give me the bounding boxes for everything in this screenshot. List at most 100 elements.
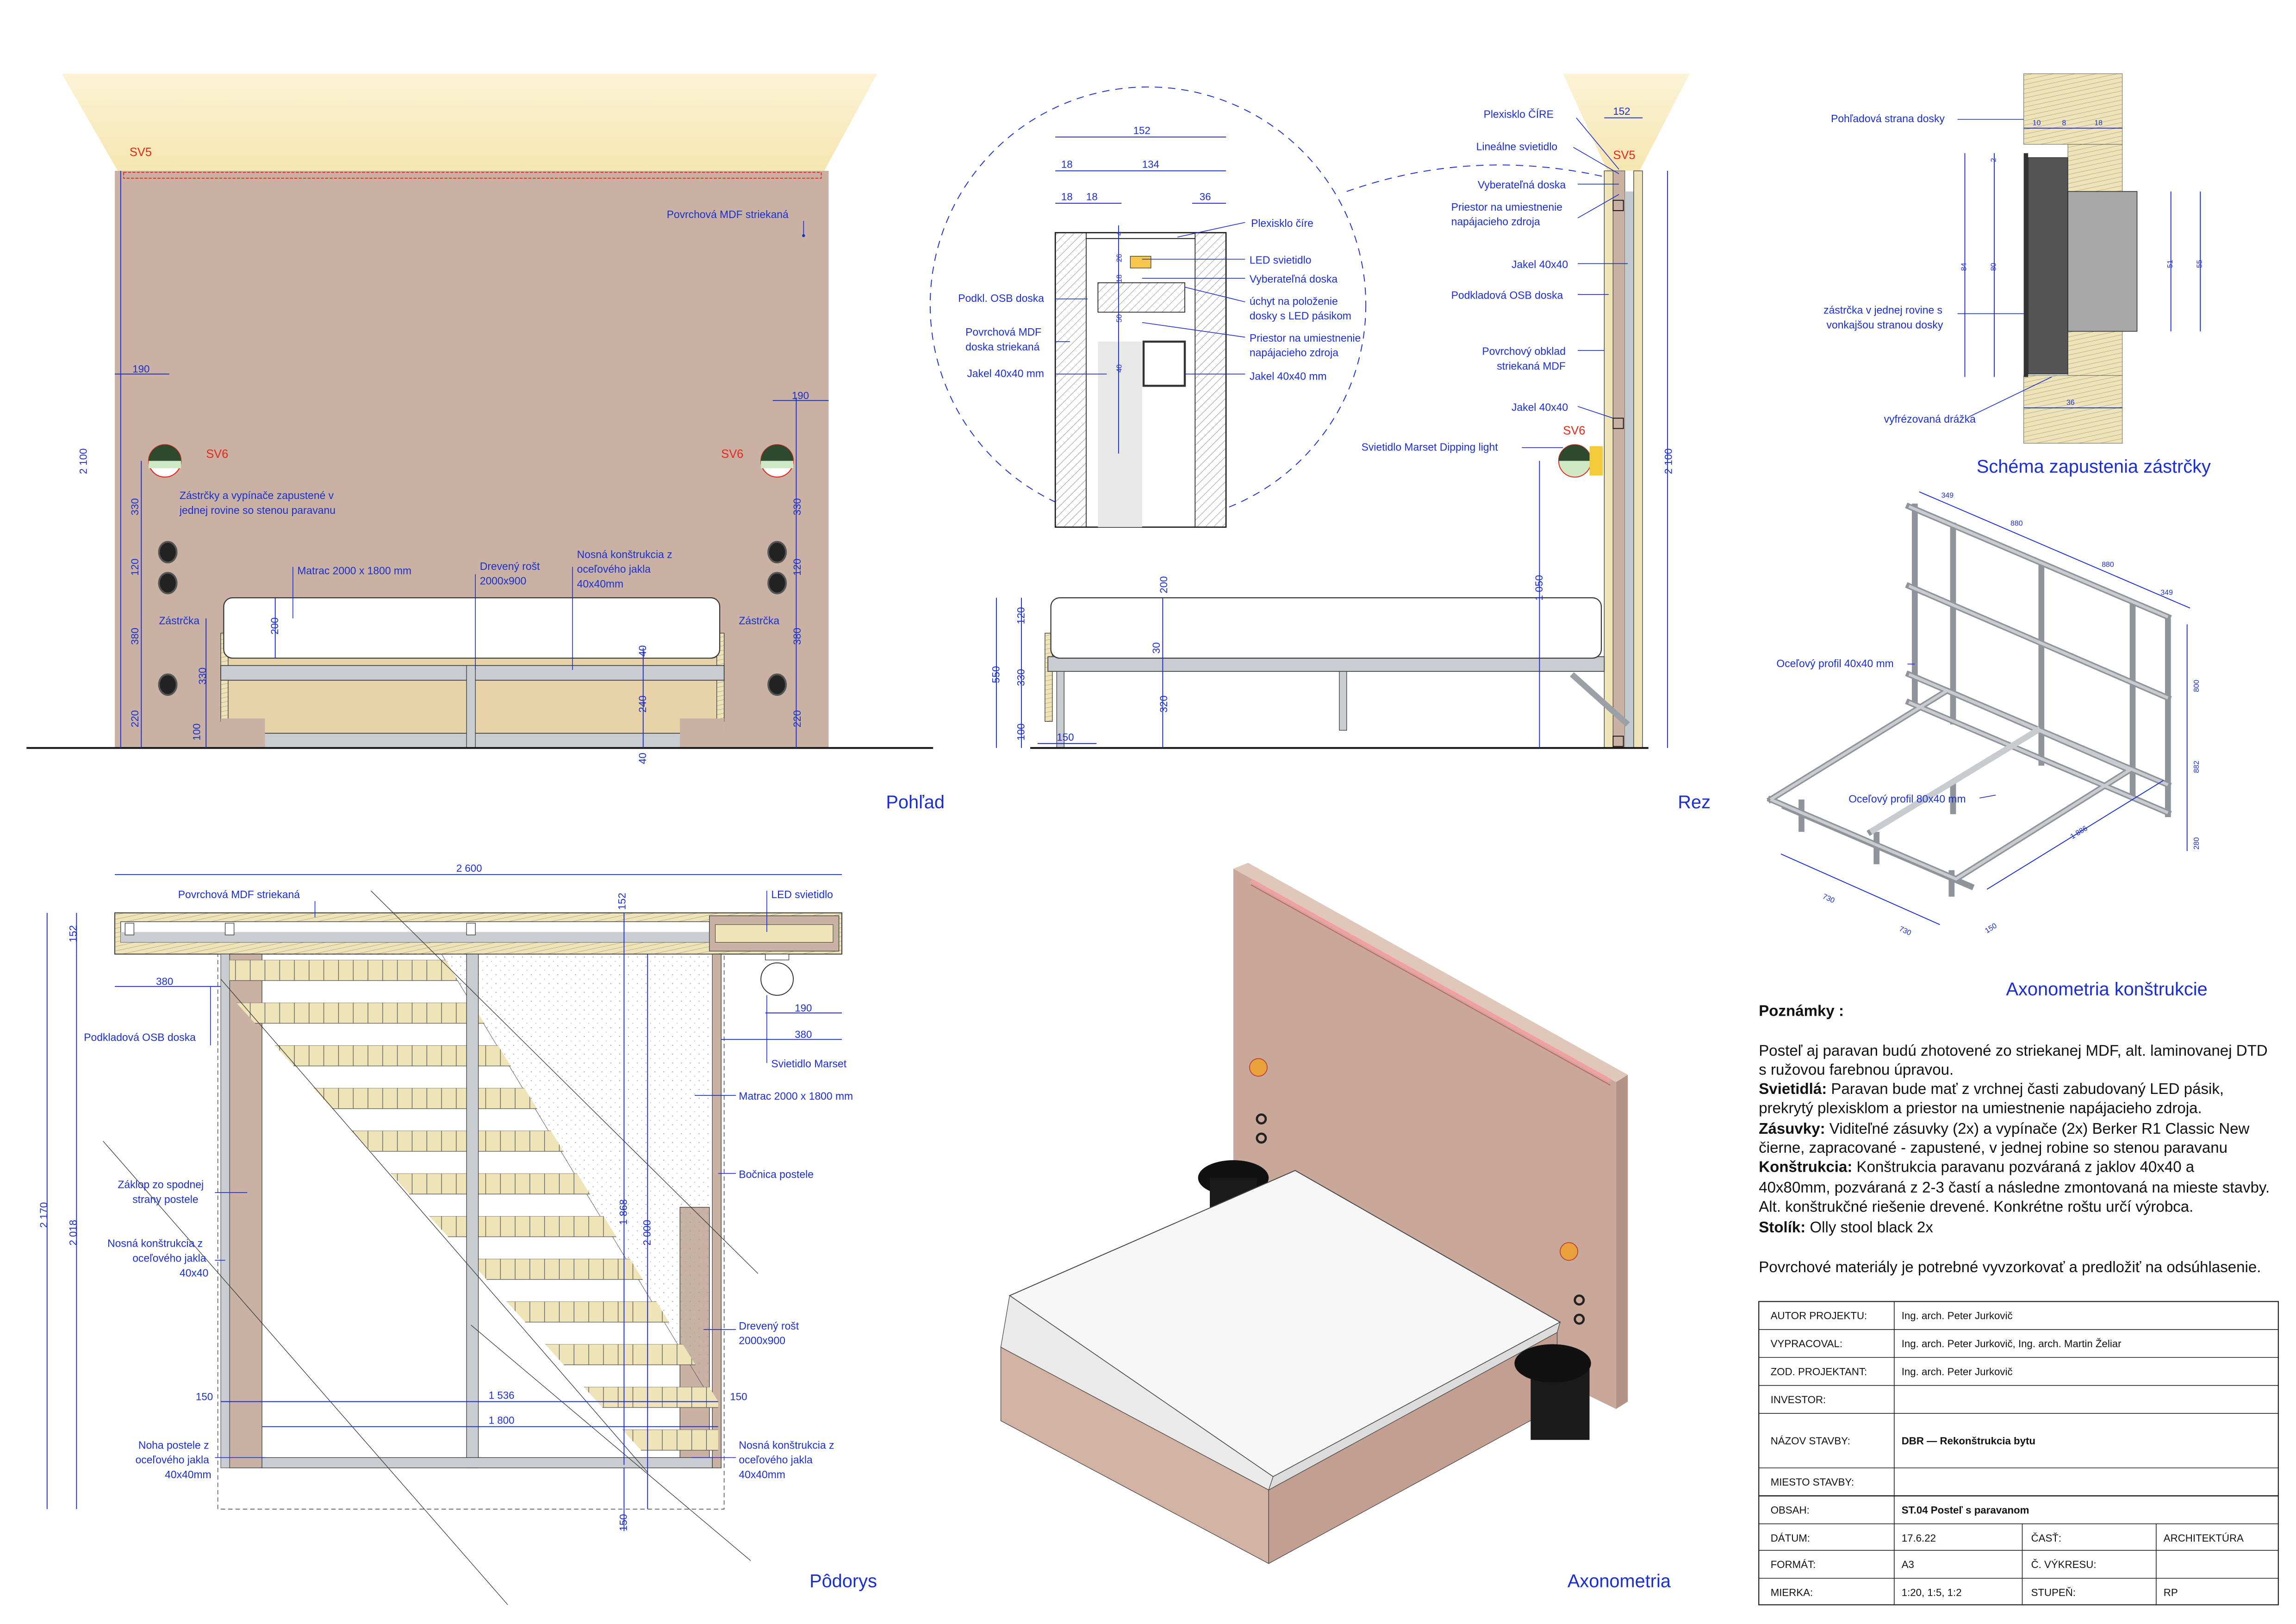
dim-2600: 2 600 (456, 862, 482, 874)
plan-view: 2 600 Povrchová MDF striekaná LED svieti… (38, 862, 877, 1605)
dim-380-left: 380 (156, 976, 173, 987)
dim-2018: 2 018 (67, 1220, 79, 1246)
section-view: Plexisklo ČÍRE 152 Lineálne svietidlo SV… (929, 74, 1711, 812)
led-label: LED svietidlo (1250, 254, 1311, 266)
dim-2: 2 (1990, 158, 1997, 162)
notes-construction-label: Konštrukcia: (1759, 1159, 1852, 1176)
notes-heading: Poznámky : (1759, 1002, 1844, 1019)
dim-36: 36 (2066, 399, 2075, 407)
face-label: Pohľadová strana dosky (1831, 112, 1945, 125)
plan-view-title: Pôdorys (809, 1571, 877, 1591)
dim-2170: 2 170 (38, 1202, 50, 1228)
holder-label-2: dosky s LED pásikom (1250, 310, 1351, 322)
tb-prepared: Ing. arch. Peter Jurkovič, Ing. arch. Ma… (1902, 1338, 2122, 1349)
plug-scheme-title: Schéma zapustenia zástrčky (1977, 456, 2211, 477)
structure-label-1: Nosná konštrukcia z (577, 548, 672, 560)
wall-lamp-right (760, 444, 794, 478)
dim-v-1: 26 (1115, 254, 1123, 262)
dim-top-2: 880 (2102, 561, 2114, 569)
flush-label-1: zástrčka v jednej rovine s (1823, 304, 1942, 316)
structure-label-3: 40x40mm (577, 578, 623, 590)
profile-40-label: Oceľový profil 40x40 mm (1776, 657, 1893, 669)
psu-label-2: napájacieho zdroja (1250, 347, 1338, 359)
notes-sockets-label: Zásuvky: (1759, 1120, 1825, 1137)
dim-left-3: 100 (1015, 724, 1027, 741)
dim-152-mid: 152 (616, 893, 628, 910)
led-detail: 152 18 134 18 18 36 4 26 18 50 40 Plexis… (958, 125, 1361, 528)
dim-152: 152 (1613, 106, 1630, 117)
front-view-title: Pohľad (886, 792, 945, 812)
dim-right-3: 220 (791, 710, 803, 727)
tb-stage-label: STUPEŇ: (2031, 1587, 2076, 1598)
tb-author-label: AUTOR PROJEKTU: (1771, 1310, 1867, 1322)
axo-sockets (1256, 1113, 1585, 1325)
dim-1800: 1 800 (489, 1414, 515, 1426)
socket-icons (158, 541, 787, 696)
stool-right (1514, 1344, 1591, 1440)
dim-height-2: 280 (2193, 837, 2201, 849)
dim-1868: 1 868 (618, 1199, 629, 1225)
front-view: SV5 Povrchová MDF striekaná SV6 SV6 Zást… (26, 74, 945, 812)
bed-front (220, 597, 725, 749)
dim-v-0: 4 (1115, 231, 1123, 236)
led-strip-outline (123, 172, 822, 179)
slats-label-1: Drevený rošt (480, 560, 540, 572)
mdf-label: Povrchová MDF striekaná (178, 888, 300, 900)
dim-152: 152 (1133, 125, 1151, 137)
flush-label-2: vonkajšou stranou dosky (1827, 319, 1943, 331)
section-view-title: Rez (1678, 792, 1711, 812)
tb-project-label: NÁZOV STAVBY: (1771, 1435, 1850, 1447)
plexi-label: Plexisklo číre (1251, 217, 1313, 229)
detail-callout-circle (929, 86, 1367, 524)
mattress-label: Matrac 2000 x 1800 mm (739, 1090, 853, 1102)
light-cone (1563, 74, 1690, 171)
jakel-left-label: Jakel 40x40 mm (967, 367, 1044, 379)
marset-label: Svietidlo Marset Dipping light (1362, 441, 1499, 453)
structure-right-label-2: oceľového jakla (739, 1454, 813, 1466)
psu-label-2: napájacieho zdroja (1451, 216, 1540, 228)
notes-materials: Povrchové materiály je potrebné vyvzorko… (1759, 1259, 2261, 1276)
dim-right-2: 380 (791, 628, 803, 645)
bottom-label-1: Záklop zo spodnej (118, 1179, 204, 1191)
plug-left-label: Zástrčka (159, 615, 199, 627)
front-dimensions: 190 190 2 100 330 120 380 220 330 120 38… (78, 171, 829, 764)
notes: Poznámky : Posteľ aj paravan budú zhotov… (1759, 1002, 2270, 1275)
tb-scale-label: MIERKA: (1771, 1587, 1813, 1598)
tb-part-label: ČASŤ: (2031, 1532, 2062, 1544)
axonometry-title: Axonometria (1568, 1571, 1671, 1591)
plug-scheme: Pohľadová strana dosky 10 8 18 84 80 2 5… (1823, 73, 2211, 477)
dim-190-right: 190 (792, 390, 809, 401)
notes-intro-2: s ružovou farebnou úpravou. (1759, 1062, 1954, 1079)
jakel-label-1: Jakel 40x40 (1512, 258, 1568, 270)
dim-height: 2 100 (1663, 448, 1674, 474)
tb-site-label: MIESTO STAVBY: (1771, 1476, 1854, 1488)
bed-axonometry: Axonometria (1000, 862, 1671, 1591)
dim-84: 84 (1960, 262, 1968, 271)
marset-label: Svietidlo Marset (771, 1058, 846, 1070)
axo-lamps (1249, 1058, 1578, 1261)
dim-top-3: 349 (2160, 589, 2173, 597)
dim-bed-2: 100 (191, 724, 202, 741)
plexi-label: Plexisklo ČÍRE (1484, 108, 1554, 120)
sv5-label: SV5 (130, 146, 152, 159)
psu-label-1: Priestor na umiestnenie (1451, 201, 1562, 213)
structure-label-2: oceľového jakla (577, 563, 651, 575)
led-label: LED svietidlo (771, 888, 833, 900)
dim-150: 150 (1057, 731, 1074, 743)
frame-axonometry: 349 880 880 349 800 882 280 1 886 150 73… (1766, 491, 2208, 999)
sv6-left-label: SV6 (206, 448, 228, 461)
dim-bed-1: 30 (1151, 642, 1162, 654)
dim-top-2: 18 (2094, 119, 2103, 127)
groove-label: vyfrézovaná drážka (1884, 413, 1976, 425)
notes-sockets-1: Zásuvky: Viditeľné zásuvky (2x) a vypína… (1759, 1120, 2249, 1137)
dim-134: 134 (1142, 159, 1159, 170)
dim-front-0: 730 (1821, 893, 1836, 905)
light-cone (62, 74, 877, 171)
dim-left-1: 120 (129, 558, 141, 575)
sockets-note-2: jednej rovine so stenou paravanu (179, 504, 336, 516)
dim-150-right: 150 (730, 1391, 747, 1402)
mattress-label: Matrac 2000 x 1800 mm (297, 564, 411, 576)
notes-intro-1: Posteľ aj paravan budú zhotovené zo stri… (1759, 1042, 2267, 1059)
jakel-right-label: Jakel 40x40 mm (1250, 370, 1327, 382)
